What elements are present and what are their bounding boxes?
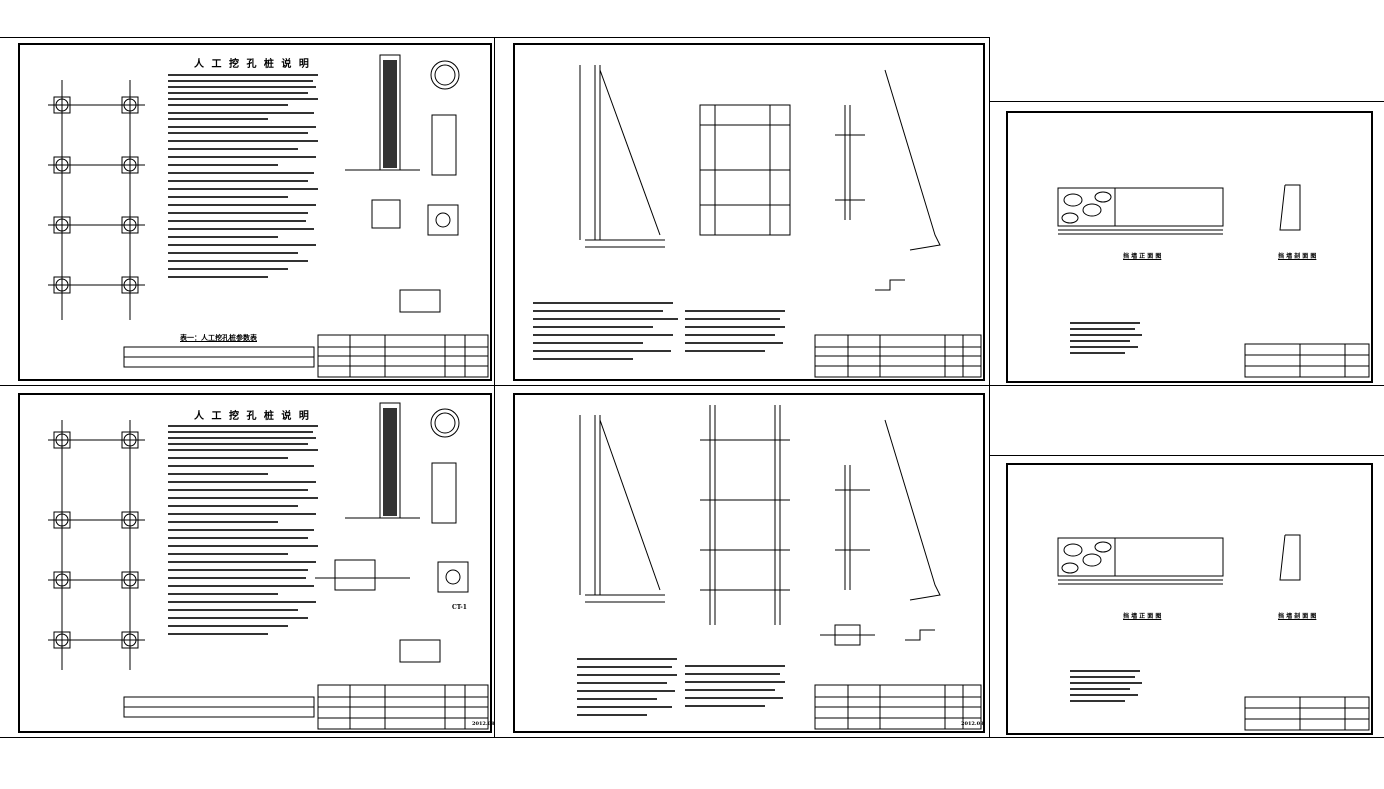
canvas-right-mid-line bbox=[989, 455, 1384, 456]
drawing-sheet-top-left[interactable]: 人 工 挖 孔 桩 说 明 表一：人工挖孔桩参数表 bbox=[18, 43, 492, 381]
title-block-date: 2012.08 bbox=[472, 721, 495, 727]
drawing-lines-top-left bbox=[48, 54, 489, 378]
title-block-date: 2012.08 bbox=[961, 721, 984, 727]
label-section-view: 挡 墙 剖 面 图 bbox=[1278, 613, 1317, 620]
table-caption: 表一：人工挖孔桩参数表 bbox=[180, 333, 257, 342]
drawing-lines-bottom-middle bbox=[577, 405, 982, 730]
drawing-lines-top-right bbox=[1057, 184, 1370, 378]
drawing-sheet-bottom-right[interactable]: 挡 墙 正 面 图 挡 墙 剖 面 图 bbox=[1006, 463, 1373, 735]
canvas-bottom-line bbox=[0, 737, 1384, 738]
drawing-sheet-bottom-left[interactable]: 人 工 挖 孔 桩 说 明 CT-1 2012.08 bbox=[18, 393, 495, 733]
canvas-middle-line bbox=[0, 385, 1384, 386]
canvas-right-top-line bbox=[989, 101, 1384, 102]
drawing-sheet-bottom-middle[interactable]: 2012.08 bbox=[513, 393, 985, 733]
label-front-view: 挡 墙 正 面 图 bbox=[1123, 253, 1162, 260]
sheet-title: 人 工 挖 孔 桩 说 明 bbox=[194, 411, 311, 422]
sheet-title: 人 工 挖 孔 桩 说 明 bbox=[194, 59, 311, 70]
drawing-lines-bottom-left bbox=[48, 402, 489, 730]
label-section-view: 挡 墙 剖 面 图 bbox=[1278, 253, 1317, 260]
drawing-lines-top-middle bbox=[533, 65, 982, 378]
drawing-sheet-top-middle[interactable] bbox=[513, 43, 985, 381]
drawing-lines-bottom-right bbox=[1057, 534, 1370, 731]
canvas-divider-2 bbox=[989, 37, 990, 737]
canvas-divider-1 bbox=[494, 37, 495, 737]
detail-caption: CT-1 bbox=[452, 604, 467, 611]
drawing-sheet-top-right[interactable]: 挡 墙 正 面 图 挡 墙 剖 面 图 bbox=[1006, 111, 1373, 383]
label-front-view: 挡 墙 正 面 图 bbox=[1123, 613, 1162, 620]
